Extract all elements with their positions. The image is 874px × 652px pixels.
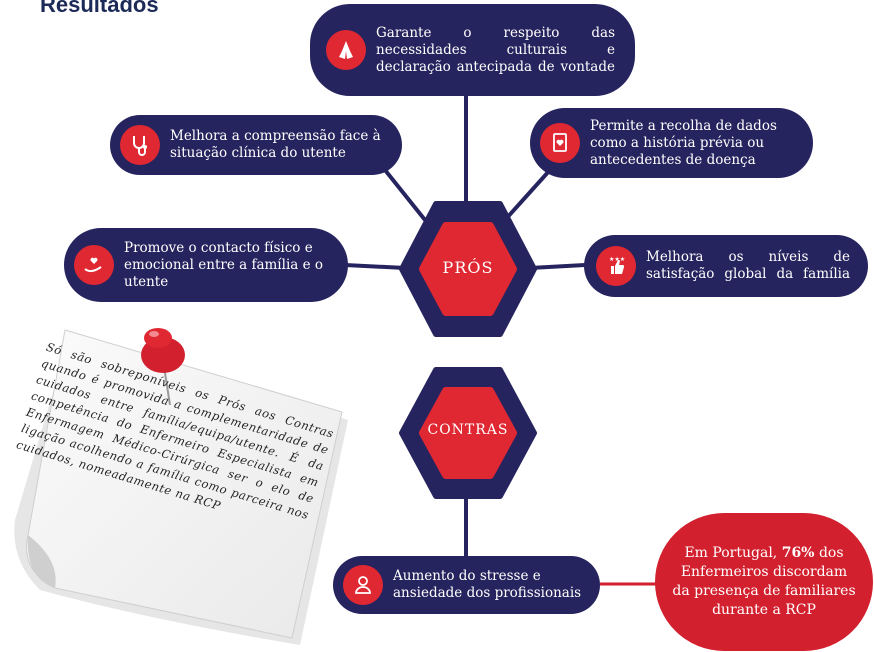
pro-text-compreensao: Melhora a compreensão face à situação cl… [170,128,381,161]
pro-item-compreensao: Melhora a compreensão face à situação cl… [110,115,402,175]
pro-text-satisfacao: Melhora os níveis de satisfação global d… [646,249,850,282]
person-icon [343,565,383,605]
page-title: Resultados [40,0,159,17]
con-item-stresse: Aumento do stresse e ansiedade dos profi… [333,556,600,614]
statistic-bubble: Em Portugal, 76% dos Enfermeiros discord… [655,513,873,651]
svg-text:★★★: ★★★ [609,256,625,263]
connector-upper-right [503,168,552,222]
push-pin-icon [141,328,185,406]
stat-highlight: 76% [781,545,815,561]
con-text-stresse: Aumento do stresse e ansiedade dos profi… [393,568,582,601]
praying-hands-icon [326,30,366,70]
pro-item-culturais: Garante o respeito das necessidades cult… [310,4,635,96]
pro-text-contacto: Promove o contacto físico e emocional en… [124,239,324,290]
pro-item-satisfacao: ★★★ Melhora os níveis de satisfação glob… [584,235,868,297]
document-heart-icon [540,123,580,163]
pros-label: PRÓS [442,258,494,277]
pro-item-contacto: Promove o contacto físico e emocional en… [64,228,348,302]
pinned-note: Só são sobreponíveis os Prós aos Contras… [0,320,360,650]
connector-left [344,263,406,270]
pro-item-recolha: Permite a recolha de dados como a histór… [530,108,813,178]
pro-text-recolha: Permite a recolha de dados como a histór… [590,117,777,168]
caring-hands-icon [74,245,114,285]
connector-upper-left [383,168,427,222]
connector-right [529,263,586,270]
stat-suffix: dos Enfermeiros discordam da presença de… [672,545,856,618]
pros-hexagon [399,201,537,337]
cons-hexagon [399,367,537,499]
stethoscope-icon [120,125,160,165]
cons-label: CONTRAS [427,422,509,438]
stat-prefix: Em Portugal, [684,545,782,561]
pro-text-culturais: Garante o respeito das necessidades cult… [376,24,615,75]
note-paper [14,329,349,645]
thumbs-up-stars-icon: ★★★ [596,246,636,286]
